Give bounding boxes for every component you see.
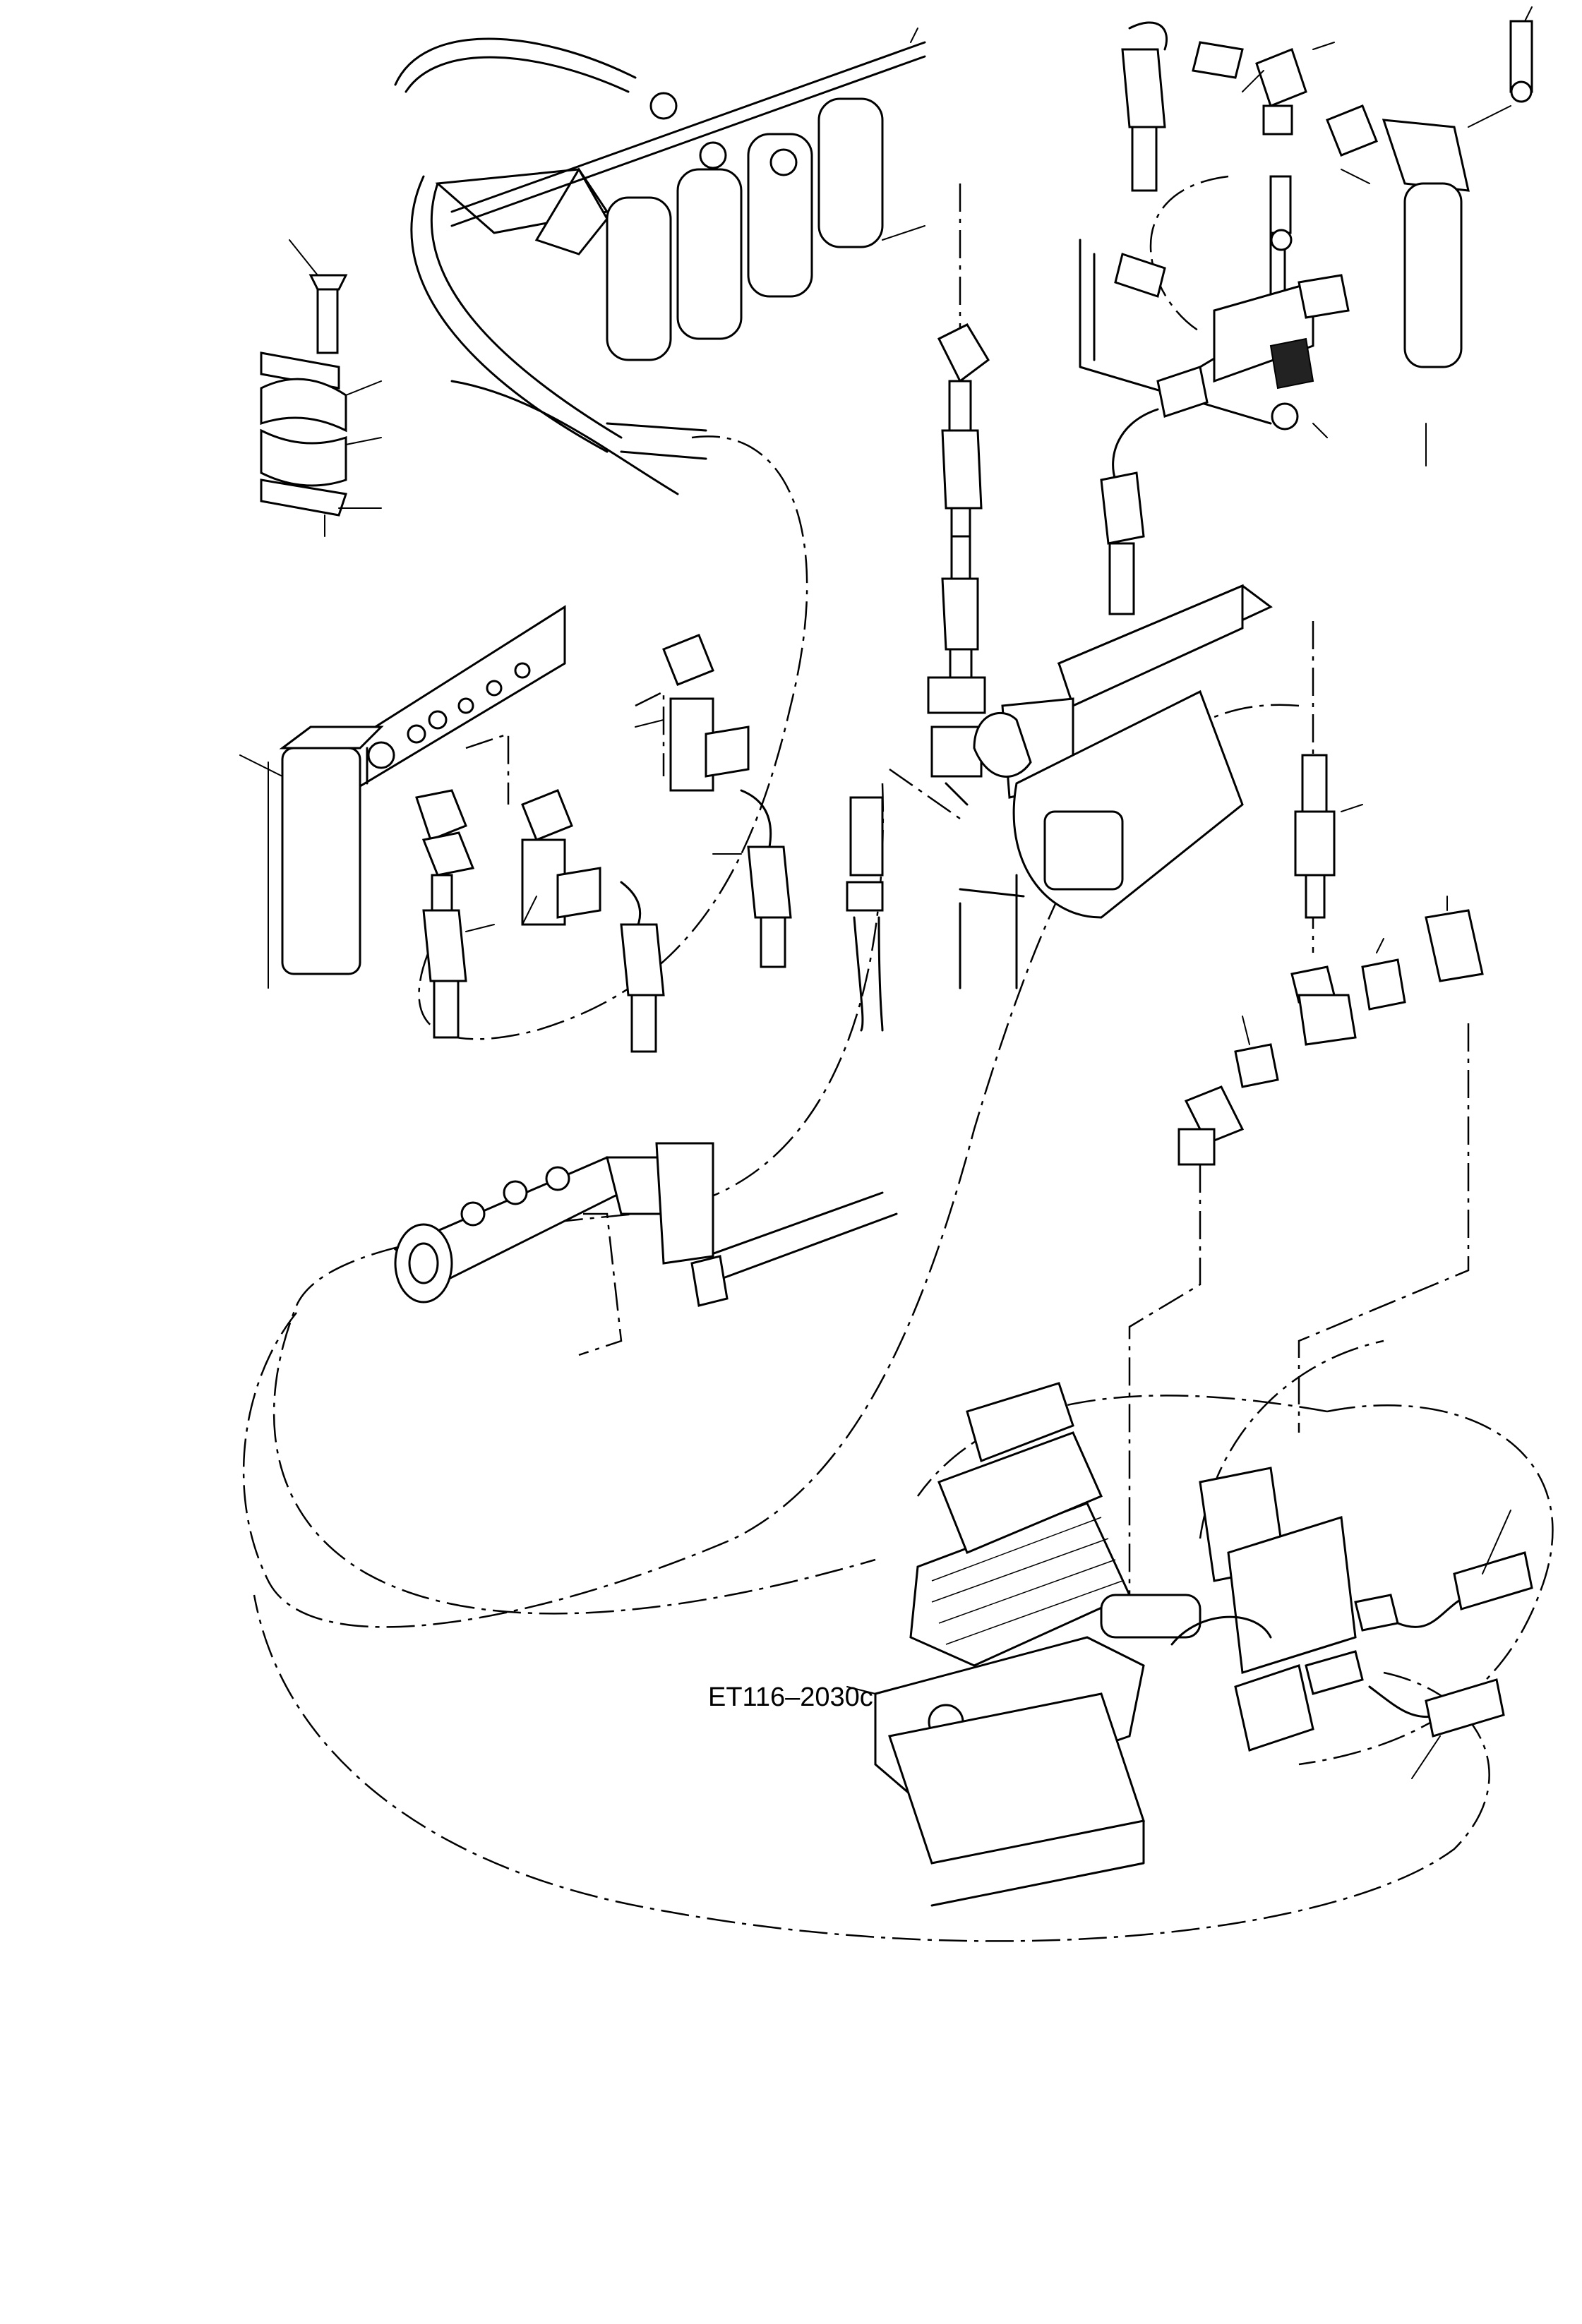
right-top-fittings [1079, 6, 1533, 615]
bracket-accumulator [239, 605, 566, 989]
pipe-clamp-kit [260, 239, 382, 537]
right-mid-fittings [1177, 754, 1484, 1166]
centre-hose-line [690, 323, 990, 1307]
left-fittings [415, 634, 792, 1053]
lift-arm [959, 584, 1273, 989]
filter-assembly [394, 28, 926, 495]
pump-unit [846, 1382, 1533, 1907]
lower-manifold [393, 1142, 714, 1304]
routing-lines [242, 175, 1554, 1942]
drawing-code: ET116–2030c [708, 1682, 873, 1712]
